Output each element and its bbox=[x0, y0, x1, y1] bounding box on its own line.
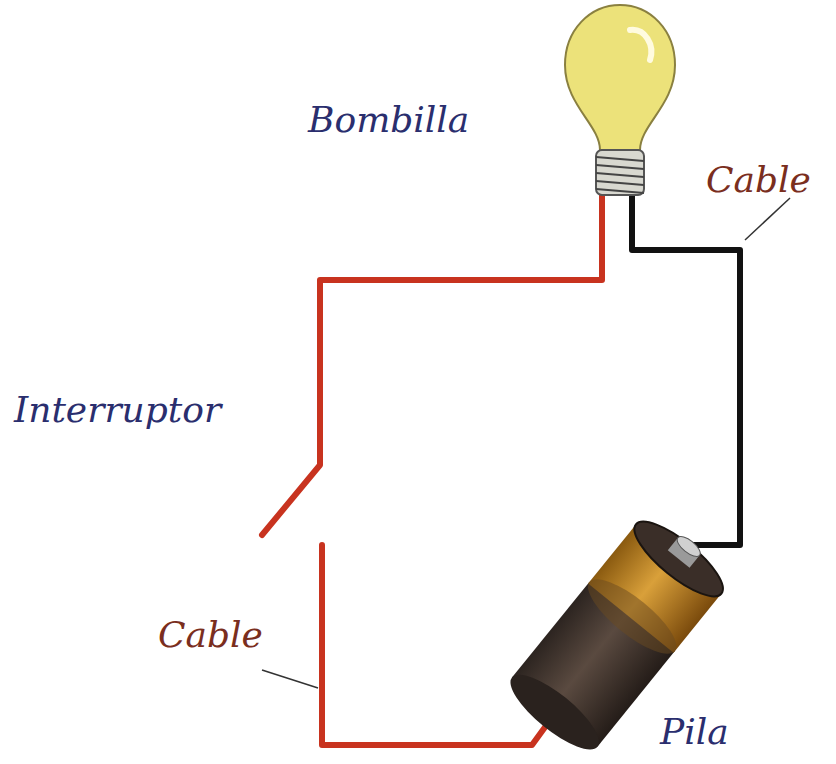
screw-thread bbox=[596, 165, 644, 169]
screw-thread bbox=[596, 189, 644, 193]
part-label: Interruptor bbox=[14, 390, 221, 430]
battery bbox=[501, 507, 736, 760]
red-wire bbox=[322, 545, 556, 745]
wire-label: Cable bbox=[158, 615, 263, 655]
screw-thread bbox=[596, 157, 644, 161]
part-label: Pila bbox=[660, 712, 729, 752]
part-label: Bombilla bbox=[308, 100, 469, 140]
leader-line bbox=[745, 198, 790, 240]
screw-thread bbox=[596, 173, 644, 177]
black-wire bbox=[632, 195, 740, 545]
leader-line bbox=[262, 670, 318, 688]
bulb bbox=[565, 5, 675, 195]
wire-label: Cable bbox=[706, 160, 811, 200]
red-wire bbox=[262, 195, 602, 535]
screw-thread bbox=[596, 181, 644, 185]
